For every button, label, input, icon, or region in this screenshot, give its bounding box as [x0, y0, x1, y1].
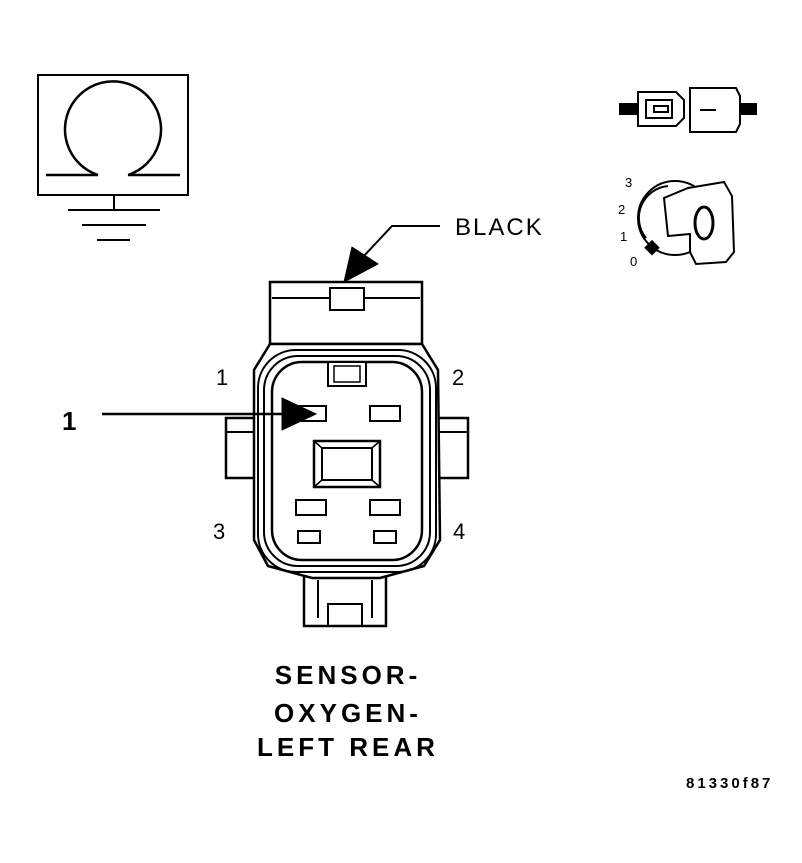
connector-color-label: BLACK: [455, 214, 544, 241]
figure-id: 81330f87: [686, 775, 773, 792]
ignition-position-0: 0: [630, 254, 637, 269]
title-line-2: OXYGEN-: [274, 698, 422, 728]
callout-arrow: [102, 397, 318, 431]
disconnect-connector-icon: [619, 87, 757, 133]
title-line-3: LEFT REAR: [257, 732, 439, 762]
color-leader-arrow: [343, 225, 440, 283]
ignition-key-icon: [637, 180, 736, 266]
pin-label-2: 2: [452, 365, 464, 390]
callout-number: 1: [62, 406, 76, 436]
ignition-position-2: 2: [618, 202, 625, 217]
ignition-position-3: 3: [625, 175, 632, 190]
pin-label-4: 4: [453, 519, 465, 544]
pin-label-3: 3: [213, 519, 225, 544]
ignition-position-1: 1: [620, 229, 627, 244]
pin-label-1: 1: [216, 365, 228, 390]
title-line-1: SENSOR-: [275, 660, 421, 690]
ohmmeter-ground-icon: [37, 74, 189, 241]
connector-face: [224, 280, 470, 628]
